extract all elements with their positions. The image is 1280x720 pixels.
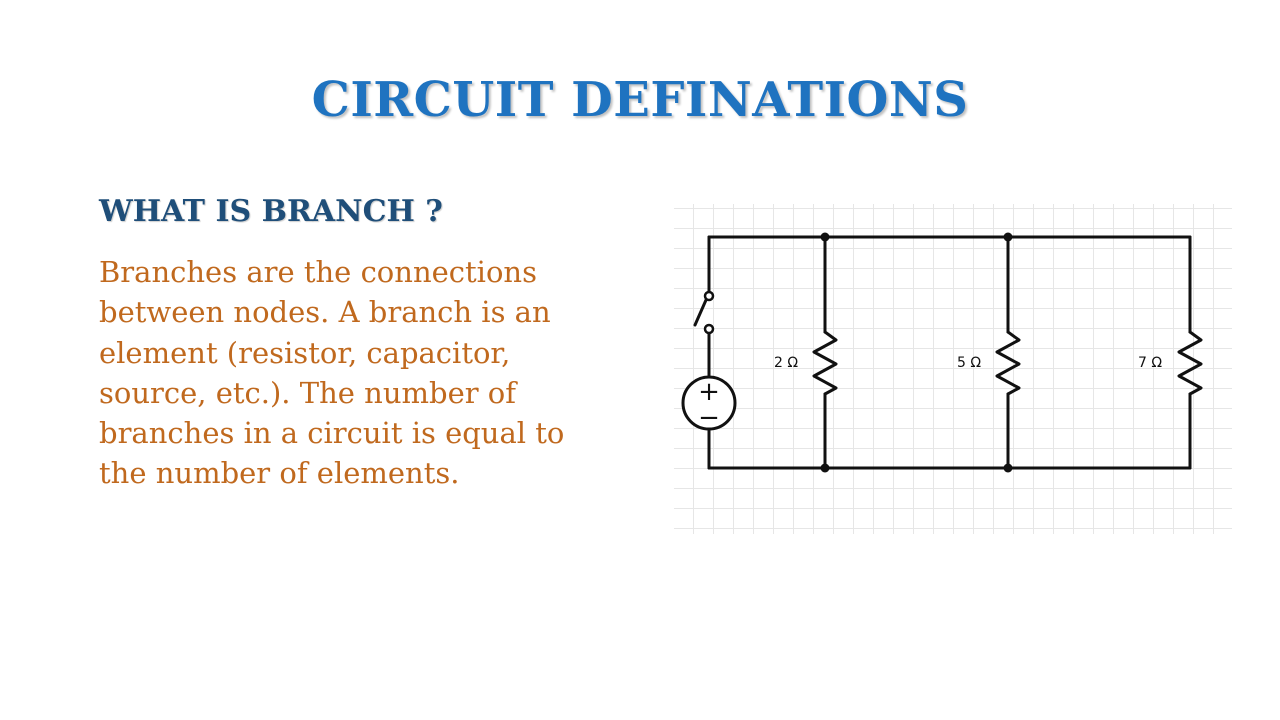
switch-icon bbox=[693, 290, 715, 335]
circuit-svg: + − 2 Ω 5 Ω 7 Ω bbox=[681, 232, 1203, 473]
body-text: Branches are the connections between nod… bbox=[99, 255, 565, 491]
source-plus-sign: + bbox=[698, 377, 720, 407]
resistor-3-zigzag bbox=[1177, 330, 1203, 396]
junction-nodes bbox=[820, 232, 1013, 473]
node-dot bbox=[820, 463, 830, 473]
circuit-diagram: + − 2 Ω 5 Ω 7 Ω bbox=[674, 204, 1232, 534]
slide-title: CIRCUIT DEFINATIONS bbox=[311, 72, 969, 128]
resistor-2-zigzag bbox=[995, 330, 1021, 396]
node-dot bbox=[1003, 232, 1013, 242]
resistor-2-label: 5 Ω bbox=[957, 355, 981, 371]
node-dot bbox=[1003, 463, 1013, 473]
wires bbox=[707, 235, 1203, 470]
voltage-source-icon: + − bbox=[681, 375, 737, 433]
section-heading: WHAT IS BRANCH ? bbox=[99, 194, 443, 229]
node-dot bbox=[820, 232, 830, 242]
resistor-3-label: 7 Ω bbox=[1138, 355, 1162, 371]
resistor-1-zigzag bbox=[812, 330, 838, 396]
resistor-1-label: 2 Ω bbox=[774, 355, 798, 371]
source-minus-sign: − bbox=[698, 403, 720, 433]
